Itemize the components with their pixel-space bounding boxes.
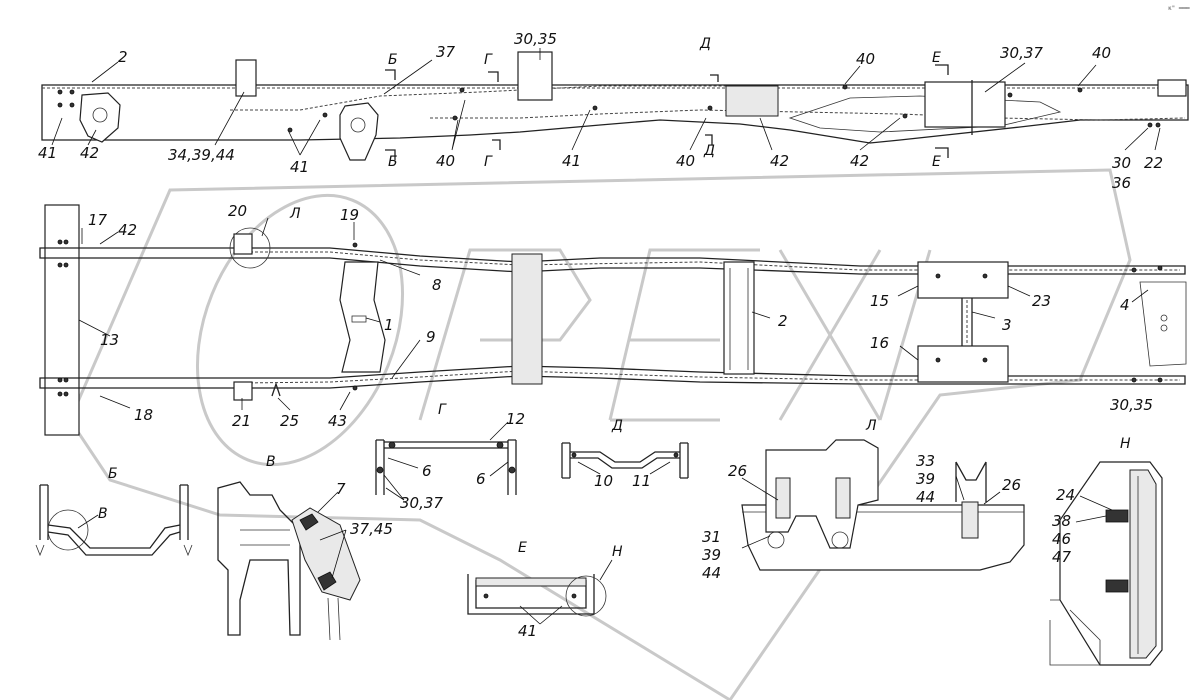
label-6: 6 [422, 462, 432, 480]
label-31: 31 [702, 528, 721, 546]
label-12: 12 [506, 410, 525, 428]
label-30: 30 [1112, 154, 1131, 172]
label-42: 42 [118, 221, 137, 239]
label-46: 46 [1052, 530, 1071, 548]
label-40: 40 [676, 152, 695, 170]
label-26: 26 [1002, 476, 1021, 494]
label-18: 18 [134, 406, 153, 424]
section-d-title: Д [611, 418, 623, 434]
label-39: 39 [916, 470, 935, 488]
label-37: 37 [436, 43, 456, 61]
plan-view [39, 204, 1187, 436]
label-33: 33 [916, 452, 935, 470]
section-b: Б В [35, 466, 193, 557]
label-10: 10 [594, 472, 613, 490]
label-30-37: 30,37 [400, 494, 443, 512]
section-mark-e-top: Е [932, 50, 941, 66]
side-view-labels: 2 37 30,35 40 30,37 40 41 42 34,39,44 41… [38, 30, 1163, 192]
label-3: 3 [1002, 316, 1012, 334]
label-30-35: 30,35 [1110, 396, 1153, 414]
label-24: 24 [1056, 486, 1075, 504]
label-11: 11 [632, 472, 651, 490]
section-g: Г 12 6 6 30,37 [375, 402, 525, 512]
section-d: Д 10 11 [561, 418, 689, 490]
detail-n: Н 24 38 46 47 [1049, 436, 1163, 666]
label-39: 39 [702, 546, 721, 564]
section-b-title: Б [108, 466, 118, 482]
label-9: 9 [426, 328, 436, 346]
label-4: 4 [1120, 296, 1130, 314]
side-view-leaders [51, 48, 1161, 156]
section-mark-b-top: Б [388, 52, 398, 68]
section-mark-b-bottom: Б [388, 154, 398, 170]
label-36: 36 [1112, 174, 1131, 192]
label-22: 22 [1144, 154, 1163, 172]
label-40: 40 [1092, 44, 1111, 62]
section-mark-e-bottom: Е [932, 154, 941, 170]
label-44: 44 [916, 488, 935, 506]
label-30-37: 30,37 [1000, 44, 1043, 62]
label-40: 40 [436, 152, 455, 170]
label-41: 41 [290, 158, 309, 176]
label-42: 42 [850, 152, 869, 170]
detail-l: Л 26 33 39 44 26 31 39 44 [702, 418, 1025, 582]
section-mark-g-top: Г [484, 52, 493, 68]
label-19: 19 [340, 206, 359, 224]
label-41: 41 [38, 144, 57, 162]
label-34-39-44: 34,39,44 [168, 146, 235, 164]
plan-view-leaders [78, 217, 1149, 411]
label-30-35: 30,35 [514, 30, 557, 48]
label-20: 20 [228, 202, 247, 220]
label-15: 15 [870, 292, 889, 310]
watermark-logo [68, 168, 1132, 700]
section-e: Е Н 41 [467, 540, 623, 640]
section-mark-g-bottom: Г [484, 154, 493, 170]
section-v-title: В [266, 454, 276, 470]
section-mark-d-top: Д [699, 36, 711, 52]
label-38: 38 [1052, 512, 1071, 530]
label-37-45: 37,45 [350, 520, 393, 538]
section-v: В 7 37,45 [217, 454, 393, 641]
label-23: 23 [1032, 292, 1051, 310]
detail-mark-v: В [98, 506, 108, 522]
detail-mark-l: Л [289, 206, 301, 222]
side-rail-view [41, 51, 1189, 161]
detail-l-title: Л [865, 418, 877, 434]
label-7: 7 [336, 480, 346, 498]
plan-view-labels: 17 42 20 Л 19 8 1 13 9 2 15 23 3 4 16 18… [88, 202, 1153, 430]
section-mark-d-bottom: Д [703, 143, 715, 159]
label-41: 41 [562, 152, 581, 170]
label-8: 8 [432, 276, 442, 294]
section-e-title: Е [518, 540, 527, 556]
section-g-title: Г [438, 402, 447, 418]
label-43: 43 [328, 412, 347, 430]
label-16: 16 [870, 334, 889, 352]
label-47: 47 [1052, 548, 1072, 566]
corner-mark: к" ═══ [1168, 5, 1190, 12]
label-13: 13 [100, 331, 119, 349]
label-1: 1 [384, 316, 394, 334]
label-26: 26 [728, 462, 747, 480]
label-2: 2 [118, 48, 128, 66]
detail-n-title: Н [1120, 436, 1131, 452]
detail-mark-n: Н [612, 544, 623, 560]
label-21: 21 [232, 412, 251, 430]
label-42: 42 [770, 152, 789, 170]
label-42: 42 [80, 144, 99, 162]
label-40: 40 [856, 50, 875, 68]
label-2: 2 [778, 312, 788, 330]
label-41: 41 [518, 622, 537, 640]
label-44: 44 [702, 564, 721, 582]
label-25: 25 [280, 412, 299, 430]
label-6: 6 [476, 470, 486, 488]
label-17: 17 [88, 211, 108, 229]
